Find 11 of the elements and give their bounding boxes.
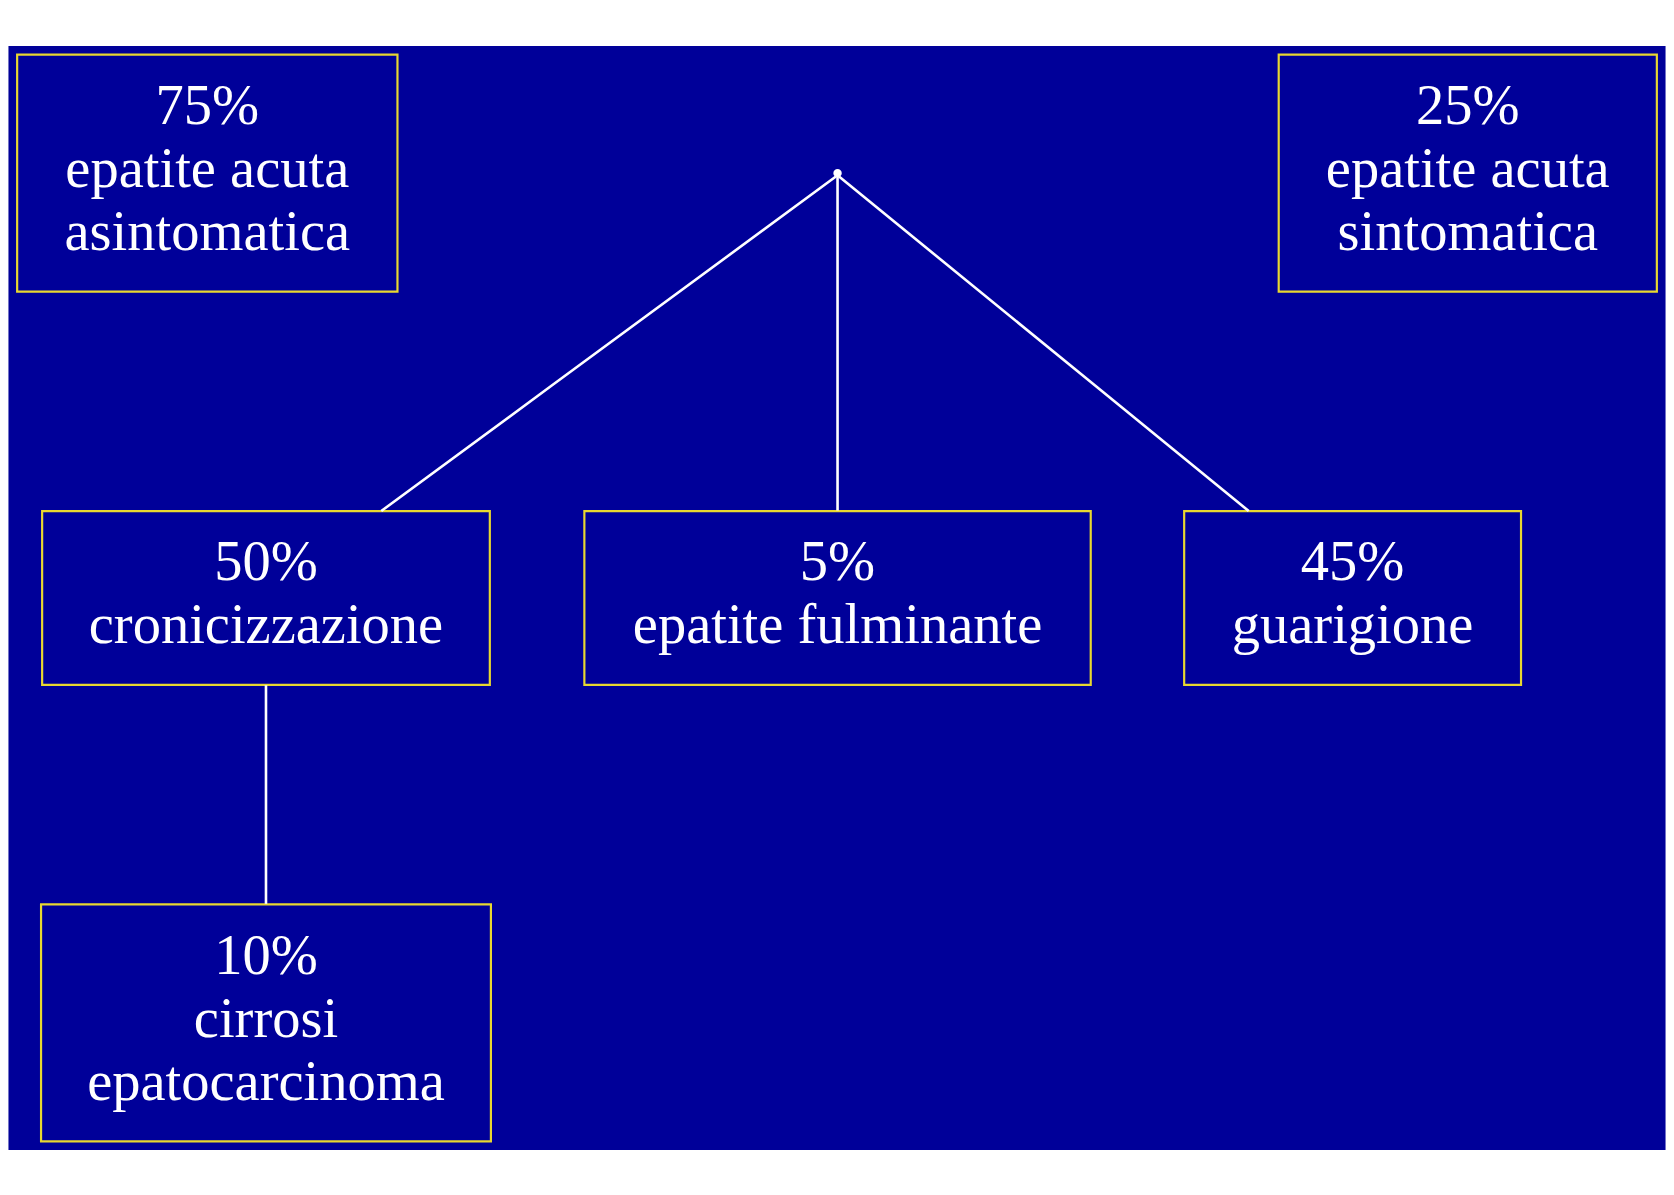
node-box: 50% cronicizzazione	[41, 509, 491, 686]
connector	[264, 684, 268, 904]
node-point	[833, 168, 842, 177]
connector	[838, 175, 1250, 512]
node-box: 5% epatite fulminante	[583, 509, 1092, 686]
connector	[380, 174, 837, 512]
node-box: 10% cirrosi epatocarcinoma	[39, 902, 492, 1142]
node-box: 25% epatite acuta sintomatica	[1277, 53, 1658, 293]
node-box: 75% epatite acuta asintomatica	[16, 53, 399, 293]
connector	[836, 176, 839, 510]
node-box: 45% guarigione	[1183, 509, 1523, 686]
